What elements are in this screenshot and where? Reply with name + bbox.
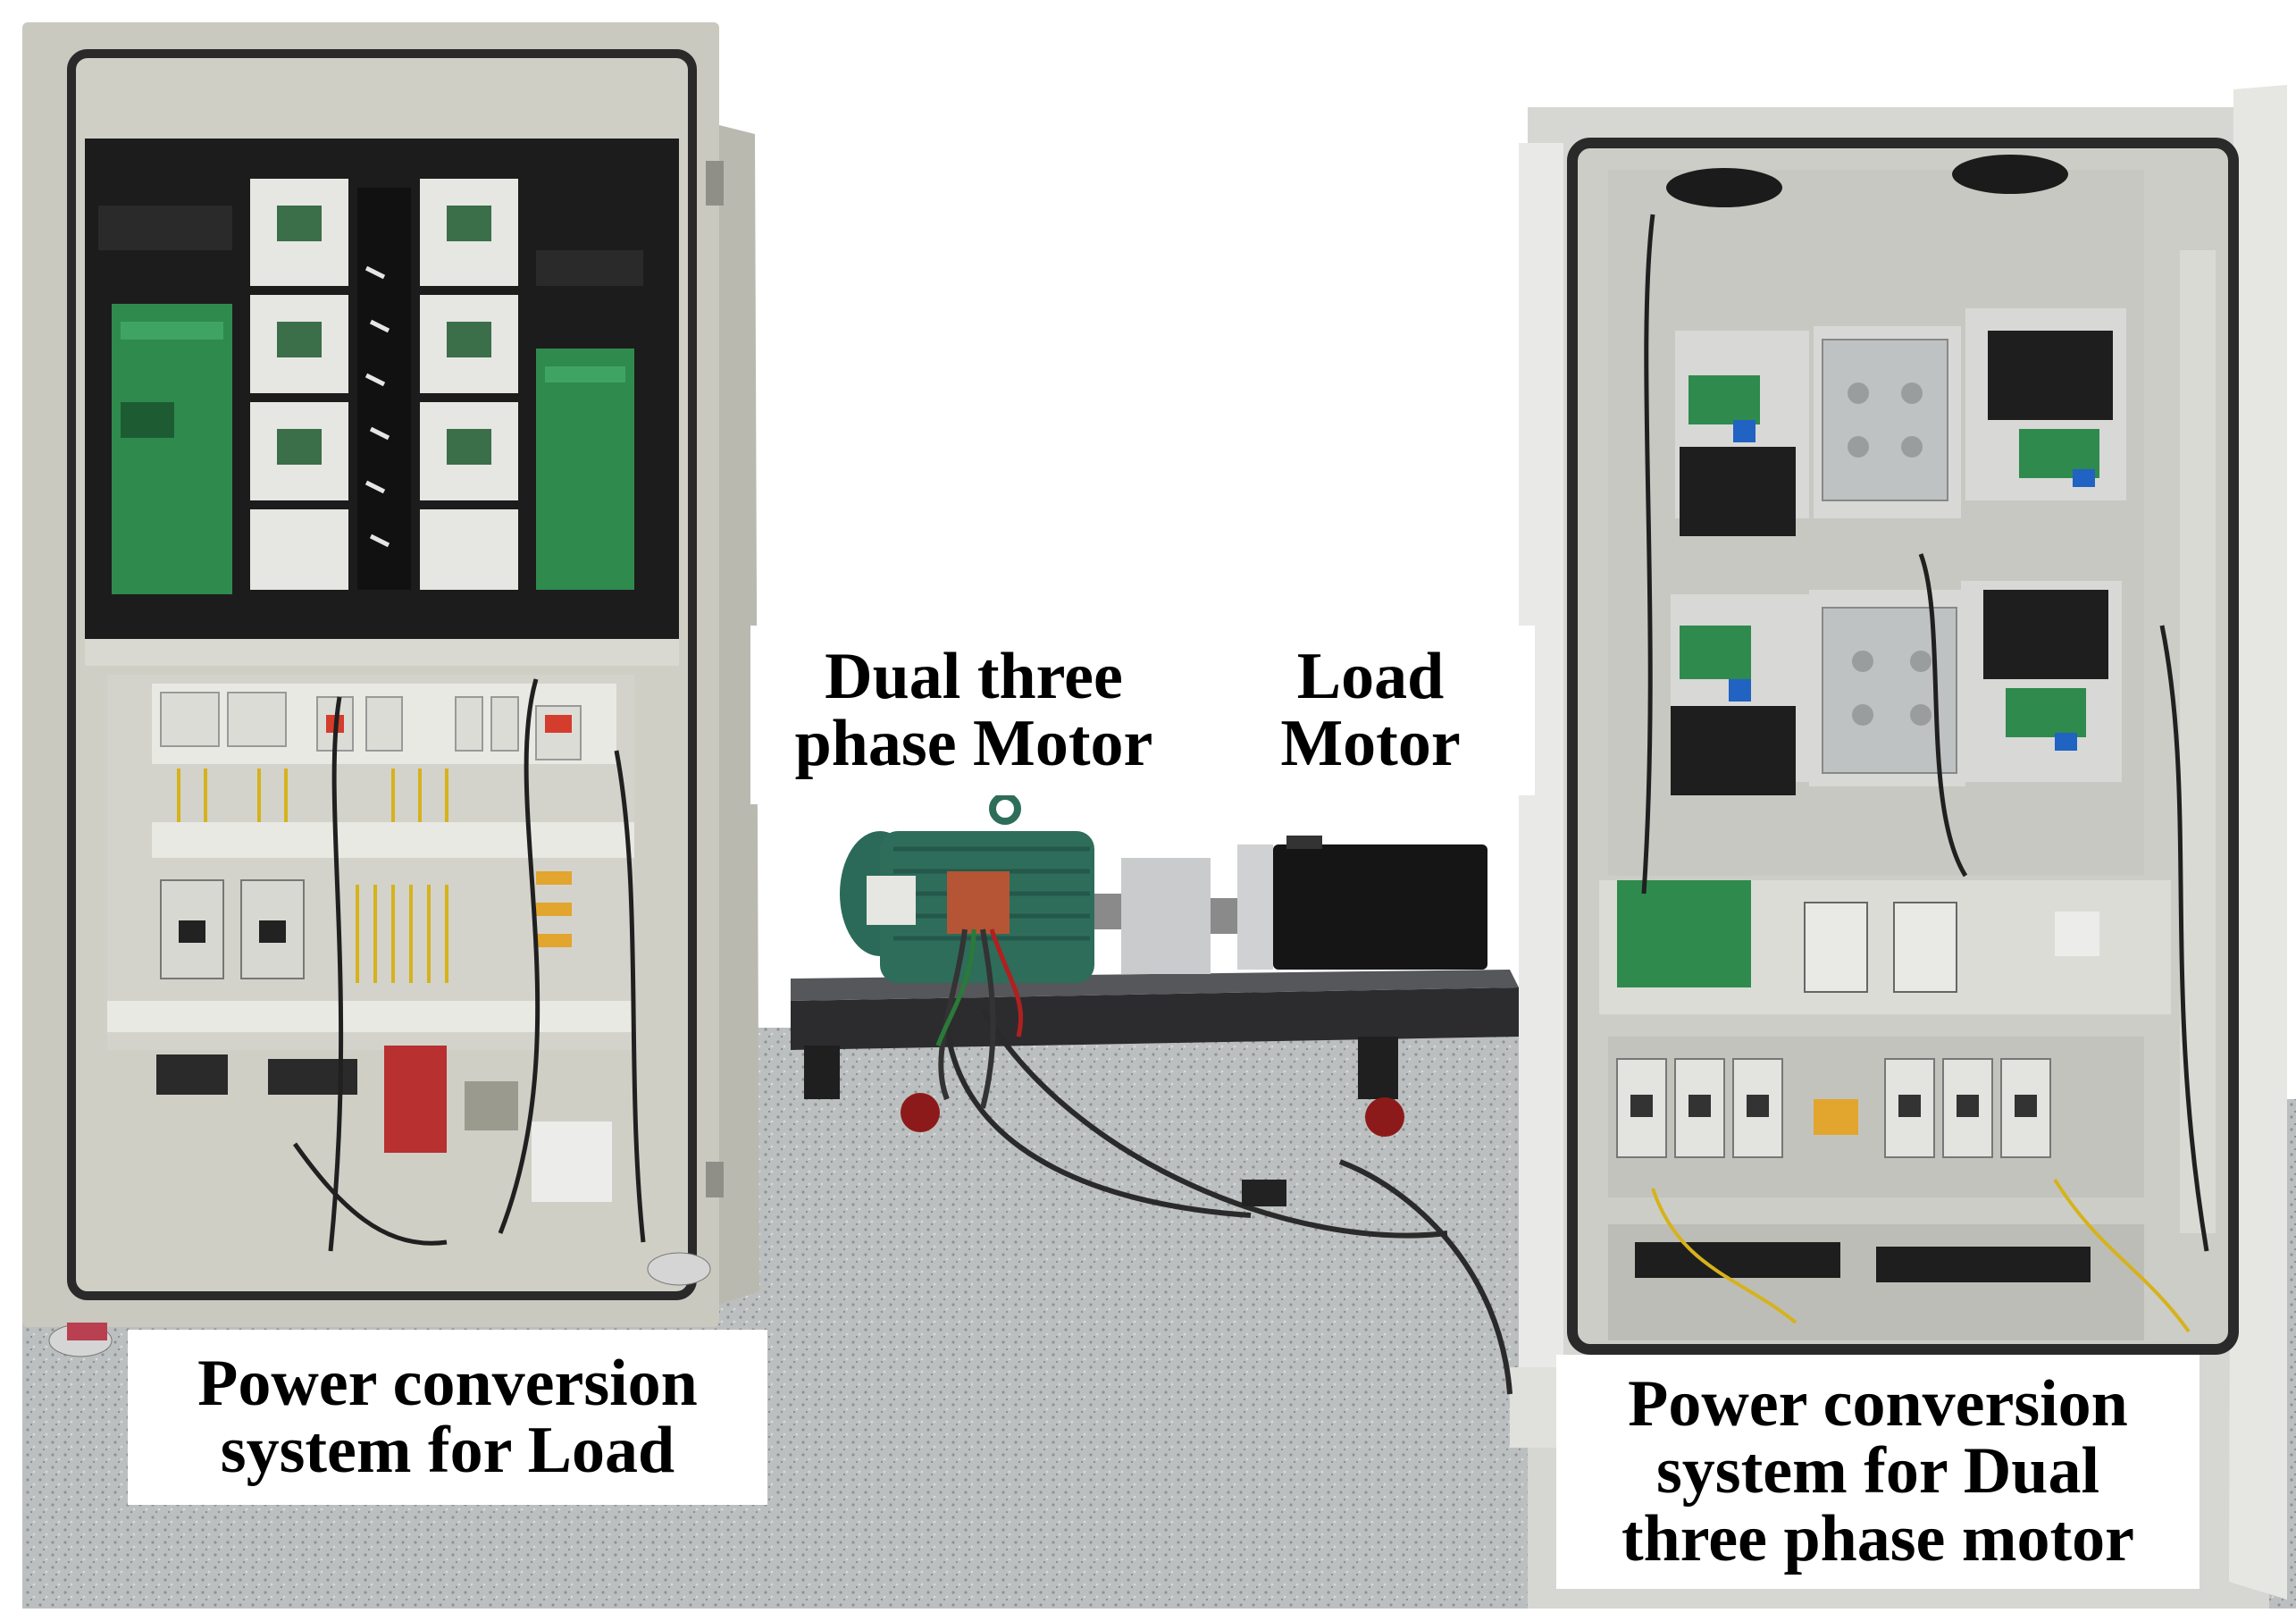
right-cabinet bbox=[1510, 85, 2287, 1609]
label-pcs-dual-line-3: three phase motor bbox=[1621, 1501, 2135, 1575]
label-dual-line-2: phase Motor bbox=[794, 707, 1153, 780]
label-dual-line-1: Dual three bbox=[825, 639, 1123, 713]
label-pcs-dual-line-2: system for Dual bbox=[1655, 1434, 2100, 1508]
left-cabinet bbox=[22, 22, 759, 1357]
load-motor bbox=[1094, 836, 1487, 974]
label-load-line-2: Motor bbox=[1280, 707, 1461, 780]
dual-three-phase-motor bbox=[840, 793, 1094, 1109]
label-load-motor: Load Motor bbox=[1206, 626, 1535, 795]
label-dual-three-phase-motor: Dual three phase Motor bbox=[759, 626, 1188, 795]
label-pcs-load: Power conversion system for Load bbox=[128, 1330, 767, 1505]
label-pcs-dual-line-1: Power conversion bbox=[1628, 1366, 2128, 1441]
label-pcs-load-line-1: Power conversion bbox=[197, 1346, 698, 1420]
label-pcs-dual: Power conversion system for Dual three p… bbox=[1556, 1355, 2200, 1589]
label-pcs-load-line-2: system for Load bbox=[220, 1414, 675, 1487]
label-load-line-1: Load bbox=[1296, 639, 1445, 713]
